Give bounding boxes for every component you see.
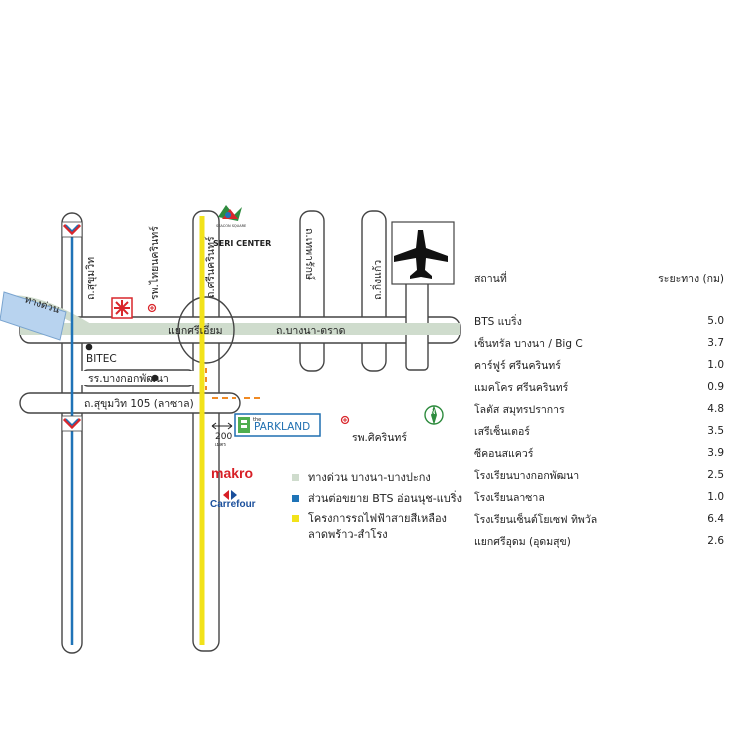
legend-item-expressway: ทางด่วน บางนา-บางปะกง bbox=[292, 468, 431, 486]
row-distance: 2.6 bbox=[707, 535, 724, 547]
row-distance: 2.5 bbox=[707, 469, 724, 481]
hospital-icon bbox=[147, 303, 157, 313]
table-row: แยกศรีอุดม (อุดมสุข) 2.6 bbox=[474, 530, 724, 552]
distance-table: สถานที่ ระยะทาง (กม) BTS แบริ่ง 5.0 เซ็นทร… bbox=[474, 270, 724, 552]
expressway-ribbon bbox=[0, 291, 67, 341]
row-distance: 3.7 bbox=[707, 337, 724, 349]
label-kingkaew: ถ.กิ่งแก้ว bbox=[370, 260, 384, 300]
parkland-logo bbox=[234, 413, 321, 437]
expressway-band bbox=[20, 323, 460, 335]
row-place: แมคโคร ศรีนครินทร์ bbox=[474, 381, 569, 394]
row-place: เซ็นทรัล บางนา / Big C bbox=[474, 337, 583, 350]
label-intersection: แยกศรีเอี่ยม bbox=[168, 323, 223, 337]
legend-swatch bbox=[292, 473, 299, 481]
table-row: โรงเรียนบางกอกพัฒนา 2.5 bbox=[474, 464, 724, 486]
row-distance: 1.0 bbox=[707, 491, 724, 503]
legend-item-bts: ส่วนต่อขยาย BTS อ่อนนุช-แบริ่ง bbox=[292, 489, 462, 507]
row-distance: 4.8 bbox=[707, 403, 724, 415]
legend-item-yellow-line: โครงการรถไฟฟ้าสายสีเหลือง bbox=[292, 509, 447, 527]
carrefour-icon bbox=[222, 486, 238, 500]
row-distance: 0.9 bbox=[707, 381, 724, 393]
label-bitec: BITEC bbox=[86, 353, 117, 365]
seacon-logo bbox=[218, 205, 242, 221]
row-place: โรงเรียนลาซาล bbox=[474, 491, 545, 504]
table-row: ซีคอนสแควร์ 3.9 bbox=[474, 442, 724, 464]
table-row: โลตัส สมุทรปราการ 4.8 bbox=[474, 398, 724, 420]
label-distance-unit: เมตร bbox=[215, 442, 226, 448]
legend-label: ทางด่วน บางนา-บางปะกง bbox=[308, 471, 431, 484]
row-place: คาร์ฟูร์ ศรีนครินทร์ bbox=[474, 359, 561, 372]
label-seri-center: SERI CENTER bbox=[213, 239, 271, 248]
label-sukhumvit-105: ถ.สุขุมวิท 105 (ลาซาล) bbox=[84, 398, 194, 410]
label-compass: N bbox=[431, 409, 436, 416]
table-row: BTS แบริ่ง 5.0 bbox=[474, 310, 724, 332]
hospital-icon bbox=[111, 297, 133, 319]
table-header: สถานที่ ระยะทาง (กม) bbox=[474, 270, 724, 310]
makro-logo: makro bbox=[211, 465, 254, 481]
hospital-icon bbox=[340, 415, 350, 425]
label-theparak: ถ.เทพารักษ์ bbox=[303, 228, 316, 280]
legend-swatch bbox=[292, 494, 299, 502]
table-row: เสรีเซ็นเตอร์ 3.5 bbox=[474, 420, 724, 442]
distance-marker bbox=[211, 422, 233, 430]
row-distance: 6.4 bbox=[707, 513, 724, 525]
table-rows: BTS แบริ่ง 5.0 เซ็นทรัล บางนา / Big C 3.7 คา… bbox=[474, 310, 724, 552]
table-row: แมคโคร ศรีนครินทร์ 0.9 bbox=[474, 376, 724, 398]
table-row: โรงเรียนลาซาล 1.0 bbox=[474, 486, 724, 508]
carrefour-logo: Carrefour bbox=[210, 499, 256, 510]
row-distance: 3.9 bbox=[707, 447, 724, 459]
bts-station-icon bbox=[61, 221, 83, 238]
label-distance-value: 200 bbox=[215, 432, 232, 442]
row-place: BTS แบริ่ง bbox=[474, 315, 522, 328]
row-place: โลตัส สมุทรปราการ bbox=[474, 403, 565, 416]
label-hospital-thai-nakarin: รพ.ไทยนครินทร์ bbox=[148, 226, 161, 300]
table-row: คาร์ฟูร์ ศรีนครินทร์ 1.0 bbox=[474, 354, 724, 376]
label-project-prefix: the bbox=[253, 417, 261, 423]
row-place: ซีคอนสแควร์ bbox=[474, 447, 534, 460]
label-sukhumvit: ถ.สุขุมวิท bbox=[85, 257, 97, 300]
row-distance: 3.5 bbox=[707, 425, 724, 437]
legend-continuation: ลาดพร้าว-สำโรง bbox=[308, 528, 388, 541]
table-row: โรงเรียนเซ็นต์โยเซฟ ทิพวัล 6.4 bbox=[474, 508, 724, 530]
label-seacon-square: SEACON SQUARE bbox=[216, 224, 246, 228]
label-school: รร.บางกอกพัฒนา bbox=[88, 373, 169, 385]
legend-label: ส่วนต่อขยาย BTS อ่อนนุช-แบริ่ง bbox=[308, 492, 463, 505]
table-row: เซ็นทรัล บางนา / Big C 3.7 bbox=[474, 332, 724, 354]
compass-icon bbox=[424, 405, 444, 425]
row-place: แยกศรีอุดม (อุดมสุข) bbox=[474, 535, 571, 548]
dot-marker-icon bbox=[151, 374, 159, 382]
label-srinakarin: ถ.ศรีนครินทร์ bbox=[204, 236, 217, 298]
row-place: โรงเรียนเซ็นต์โยเซฟ ทิพวัล bbox=[474, 513, 598, 526]
dot-marker-icon bbox=[85, 343, 93, 351]
legend-label: โครงการรถไฟฟ้าสายสีเหลือง bbox=[308, 512, 447, 525]
label-bangna-trad: ถ.บางนา-ตราด bbox=[276, 325, 345, 337]
legend-swatch bbox=[292, 514, 299, 522]
airplane-icon bbox=[391, 221, 455, 285]
row-place: เสรีเซ็นเตอร์ bbox=[474, 425, 530, 438]
label-project-name: PARKLAND bbox=[254, 421, 310, 433]
row-distance: 1.0 bbox=[707, 359, 724, 371]
header-distance: ระยะทาง (กม) bbox=[658, 273, 724, 285]
row-distance: 5.0 bbox=[707, 315, 724, 327]
header-place: สถานที่ bbox=[474, 273, 507, 285]
bts-station-icon bbox=[61, 415, 83, 432]
label-hospital-sikarin: รพ.ศิครินทร์ bbox=[352, 431, 407, 444]
row-place: โรงเรียนบางกอกพัฒนา bbox=[474, 469, 580, 482]
roundabout bbox=[177, 296, 235, 364]
